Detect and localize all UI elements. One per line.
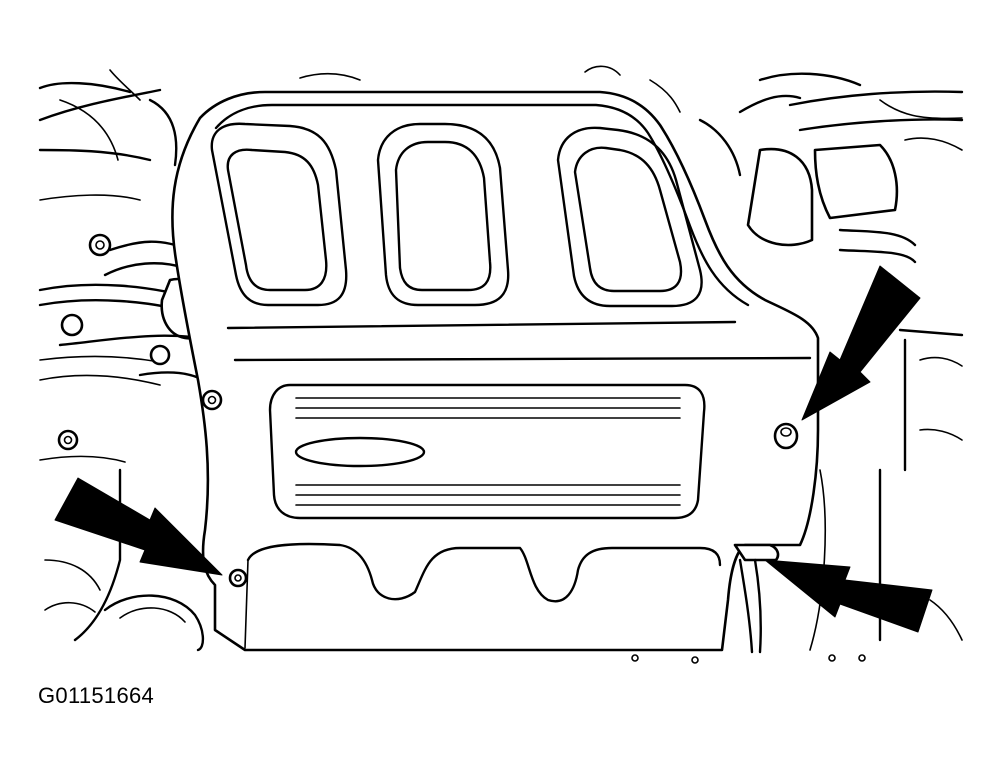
intake-runner-opening-left: [210, 122, 348, 307]
callout-arrow-right-lower: [764, 559, 933, 633]
mounting-clip-right-lower: [733, 543, 780, 654]
callout-arrow-left-lower: [54, 477, 223, 576]
engine-cover: [171, 90, 820, 652]
oval-emblem: [294, 436, 426, 468]
mounting-bolt-right: [773, 422, 799, 450]
engine-cover-outline: [171, 90, 820, 652]
figure-id-label: G01151664: [38, 683, 155, 708]
intake-runner-opening-center: [376, 122, 510, 307]
cover-skirt: [246, 542, 722, 603]
mounting-bolt-left-lower: [228, 568, 248, 588]
intake-runner-opening-right: [556, 126, 703, 308]
mounting-bolt-left-upper: [201, 389, 223, 411]
callout-arrow-right-bolt: [801, 265, 921, 421]
emblem-panel: [268, 383, 706, 520]
